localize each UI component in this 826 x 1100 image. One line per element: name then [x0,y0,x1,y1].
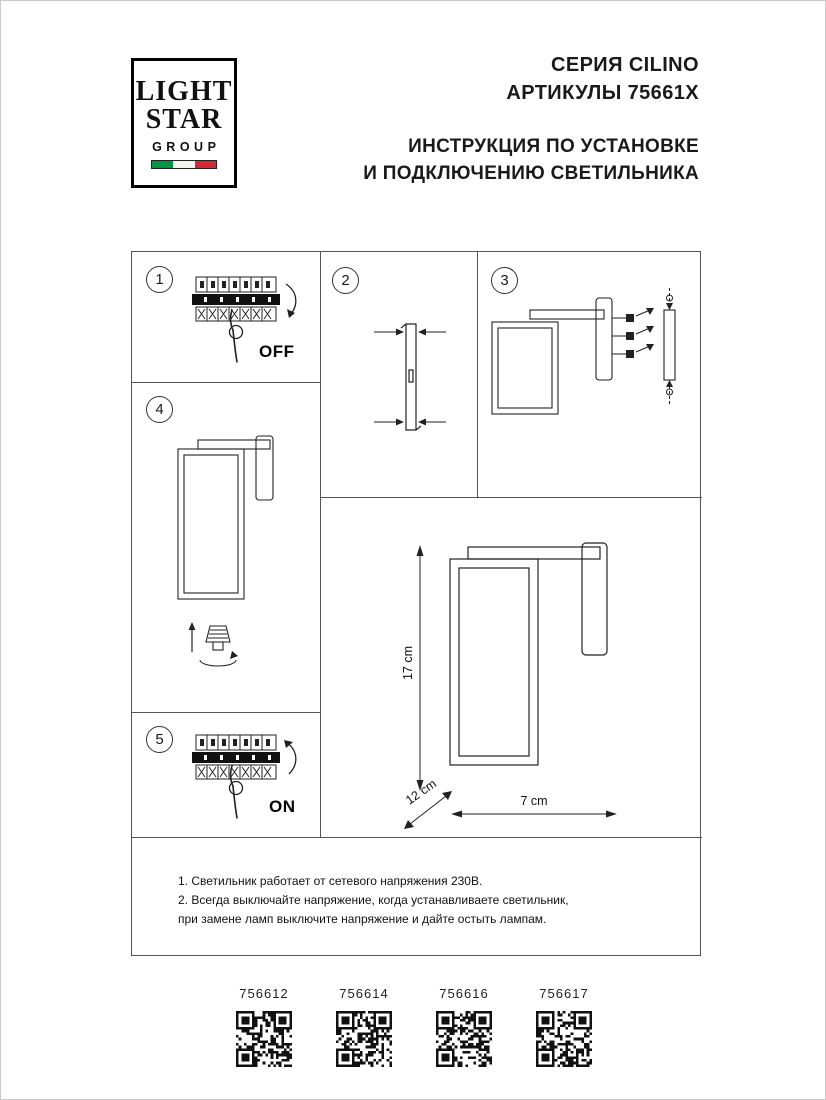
flag-white-stripe [173,160,195,168]
qr-code-label: 756614 [339,986,389,1001]
note-line-2: 2. Всегда выключайте напряжение, когда у… [178,893,569,907]
header-block: СЕРИЯ CILINO АРТИКУЛЫ 75661X ИНСТРУКЦИЯ … [363,51,699,187]
logo-group: GROUP [152,139,221,154]
qr-code-label: 756616 [439,986,489,1001]
qr-code-image [336,1011,392,1067]
step-5-badge: 5 [146,726,173,753]
divider-step1-step4 [132,382,320,383]
logo-star: STAR [145,103,223,135]
flag-red-stripe [194,160,216,168]
breaker-on-drawing [180,730,310,822]
qr-item-3: 756616 [424,986,504,1067]
divider-vertical-step2-step3 [477,252,478,497]
instruction-title-line1: ИНСТРУКЦИЯ ПО УСТАНОВКЕ [408,136,699,157]
logo-light: LIGHT [135,75,233,107]
header-spacer [363,107,699,133]
qr-item-4: 756617 [524,986,604,1067]
qr-code-label: 756612 [239,986,289,1001]
fixture-lamp-drawing [156,420,301,690]
step-3-badge: 3 [491,267,518,294]
divider-step4-step5 [132,712,320,713]
qr-code-image [436,1011,492,1067]
mounting-bracket-drawing [370,310,450,445]
divider-step3-dimensions [320,497,702,498]
divider-vertical-left-column [320,252,321,837]
qr-code-label: 756617 [539,986,589,1001]
on-label: ON [269,797,296,816]
divider-panels-notes [132,837,702,838]
dim-height-label: 17 cm [401,645,415,681]
step-2-badge: 2 [332,267,359,294]
notes-block: 1. Светильник работает от сетевого напря… [178,872,698,929]
qr-code-image [536,1011,592,1067]
dim-width-label: 7 cm [520,794,548,808]
breaker-off-drawing [180,272,310,367]
series-title: СЕРИЯ CILINO [550,54,699,76]
wall-connection-drawing [484,284,694,419]
flag-green-stripe [152,160,174,168]
qr-item-2: 756614 [324,986,404,1067]
instruction-title-line2: И ПОДКЛЮЧЕНИЮ СВЕТИЛЬНИКА [363,163,699,184]
note-line-3: при замене ламп выключите напряжение и д… [178,912,547,926]
off-label: OFF [259,342,295,361]
articles-title: АРТИКУЛЫ 75661X [506,82,699,104]
note-line-1: 1. Светильник работает от сетевого напря… [178,874,483,888]
qr-code-image [236,1011,292,1067]
step-1-badge: 1 [146,266,173,293]
qr-item-1: 756612 [224,986,304,1067]
logo-box: LIGHT STAR GROUP [131,58,237,188]
instruction-grid: 1 2 3 4 5 [131,251,702,956]
dimensions-drawing [402,532,692,832]
italy-flag-icon [151,159,217,169]
step-4-badge: 4 [146,396,173,423]
